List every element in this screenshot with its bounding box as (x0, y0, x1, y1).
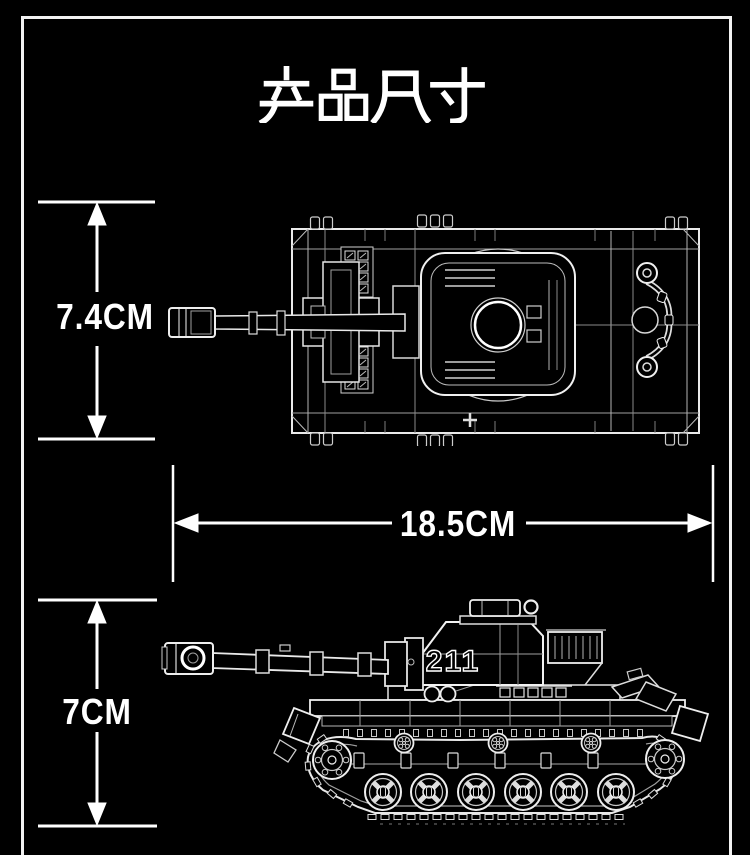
tow-shackle (636, 262, 658, 284)
arrow-down-icon (87, 802, 107, 827)
tank-top-view (168, 214, 700, 446)
top-view-turret (420, 252, 576, 396)
page-title-glyphs (258, 66, 485, 123)
muzzle-brake (161, 642, 214, 675)
top-view-gun-barrel (168, 307, 406, 338)
dimension-top-view-height (38, 200, 155, 441)
side-view-turret: 211 (384, 599, 606, 691)
fender-boxes (499, 687, 567, 698)
rear-hatch (631, 306, 659, 334)
front-mudflap (273, 706, 322, 763)
turret-number: 211 (426, 645, 480, 678)
dimension-side-view-height (38, 598, 157, 828)
tow-cable (636, 262, 674, 378)
dimension-overall-length (171, 465, 715, 582)
antenna-cross (463, 413, 477, 427)
tow-shackle (636, 356, 658, 378)
label-top-view-height: 7.4CM (56, 296, 154, 337)
label-overall-length: 18.5CM (399, 503, 517, 544)
turret-hatch-cupola (459, 599, 539, 625)
turret-stowage-basket (546, 629, 606, 686)
muzzle-bore (180, 645, 206, 671)
rear-deck-details (631, 262, 674, 378)
arrow-up-icon (87, 599, 107, 624)
muzzle-brake (168, 307, 216, 338)
rear-deck (610, 667, 710, 743)
arrow-right-icon (687, 513, 713, 533)
side-view-hull (273, 667, 710, 763)
tank-side-view: 211 (161, 599, 710, 825)
turret-hatch (473, 300, 523, 350)
periscope (423, 685, 441, 703)
page-title (258, 66, 486, 123)
rear-mudflap (670, 704, 710, 743)
side-view-gun-barrel (161, 642, 389, 677)
periscope (439, 685, 457, 703)
arrow-down-icon (87, 415, 107, 440)
label-side-view-height: 7CM (62, 691, 132, 732)
arrow-up-icon (87, 201, 107, 226)
arrow-left-icon (173, 513, 199, 533)
hatch-handle (523, 599, 539, 615)
running-gear (312, 732, 685, 811)
border-frame (21, 16, 732, 855)
